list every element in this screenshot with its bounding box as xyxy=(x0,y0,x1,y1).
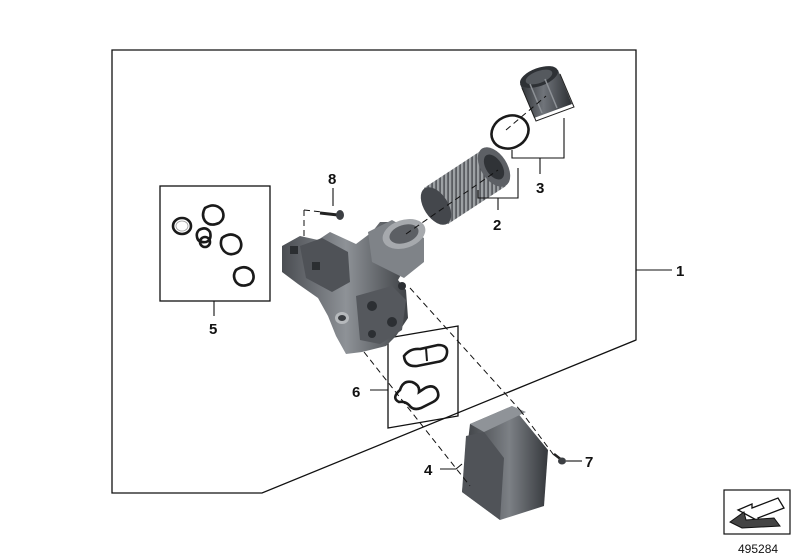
callout-4: 4 xyxy=(424,462,433,479)
gasket-set-seals xyxy=(393,343,449,411)
callout-6: 6 xyxy=(352,384,360,401)
oil-filter-cap xyxy=(519,66,575,122)
screw-item-7 xyxy=(553,453,566,465)
gasket-set-box xyxy=(387,325,459,429)
view-direction-arrow-icon xyxy=(723,489,791,535)
seal-kit-rings xyxy=(171,204,255,287)
callout-2: 2 xyxy=(493,217,501,234)
leader-lines xyxy=(213,118,672,470)
reference-number: 495284 xyxy=(738,542,778,556)
callout-5: 5 xyxy=(209,321,217,338)
seal-kit-box xyxy=(159,185,271,302)
assembly-frame xyxy=(111,49,637,494)
filter-element xyxy=(420,147,511,225)
alignment-lines xyxy=(303,95,557,487)
cap-o-ring xyxy=(490,114,530,150)
filter-housing xyxy=(282,219,426,354)
lower-cover xyxy=(462,406,548,520)
callout-8: 8 xyxy=(328,171,336,188)
callout-7: 7 xyxy=(585,454,593,471)
callout-3: 3 xyxy=(536,180,544,197)
bolt-item-8 xyxy=(319,210,344,220)
callout-1: 1 xyxy=(676,263,684,280)
